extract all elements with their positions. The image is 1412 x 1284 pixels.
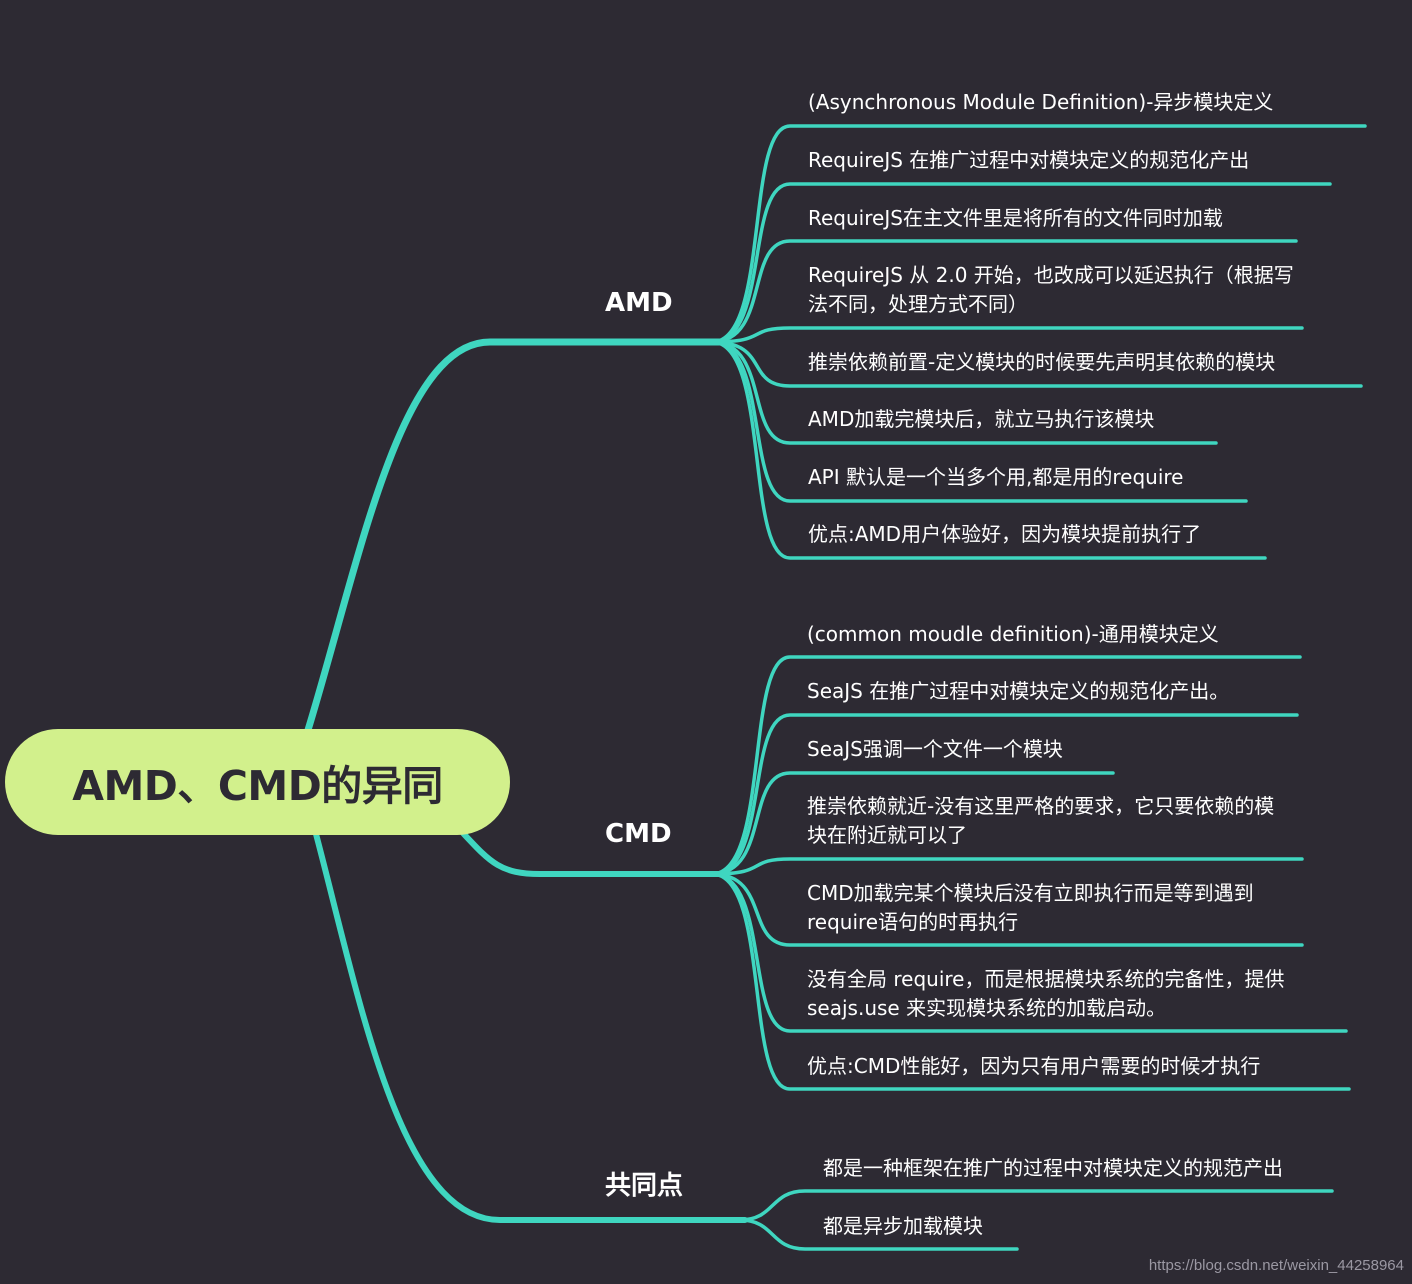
cmd-leaf[interactable]: 推崇依赖就近-没有这里严格的要求，它只要依赖的模块在附近就可以了 (807, 794, 1275, 847)
common-leaf[interactable]: 都是一种框架在推广的过程中对模块定义的规范产出 (823, 1156, 1283, 1180)
cmd-leaf[interactable]: CMD加载完某个模块后没有立即执行而是等到遇到require语句的时再执行 (807, 881, 1254, 934)
amd-leaf[interactable]: (Asynchronous Module Definition)-异步模块定义 (808, 90, 1274, 114)
cmd-leaf[interactable]: (common moudle definition)-通用模块定义 (807, 622, 1219, 646)
link-common-leaf-1 (738, 1218, 1019, 1251)
amd-leaf[interactable]: API 默认是一个当多个用,都是用的require (808, 465, 1184, 489)
branch-amd-label[interactable]: AMD (605, 288, 673, 318)
amd-leaf[interactable]: RequireJS 从 2.0 开始，也改成可以延迟执行（根据写法不同，处理方式… (808, 263, 1294, 316)
cmd-leaf[interactable]: 优点:CMD性能好，因为只有用户需要的时候才执行 (807, 1054, 1261, 1078)
common-leaf[interactable]: 都是异步加载模块 (823, 1214, 983, 1238)
link-common-leaf-0 (738, 1189, 1334, 1222)
amd-leaf[interactable]: AMD加载完模块后，就立马执行该模块 (808, 407, 1155, 431)
cmd-leaf[interactable]: 没有全局 require，而是根据模块系统的完备性，提供 seajs.use 来… (807, 967, 1285, 1020)
link-amd-leaf-4 (710, 340, 1363, 388)
link-amd-leaf-3 (710, 326, 1304, 344)
amd-leaf[interactable]: RequireJS在主文件里是将所有的文件同时加载 (808, 206, 1223, 230)
amd-leaf[interactable]: 优点:AMD用户体验好，因为模块提前执行了 (808, 522, 1202, 546)
root-title: AMD、CMD的异同 (72, 762, 443, 810)
link-cmd-leaf-0 (710, 655, 1302, 876)
amd-leaf[interactable]: 推崇依赖前置-定义模块的时候要先声明其依赖的模块 (808, 350, 1276, 374)
link-root-cmd (459, 829, 723, 877)
link-amd-leaf-0 (710, 124, 1367, 344)
link-cmd-leaf-4 (710, 872, 1304, 947)
link-cmd-leaf-3 (710, 857, 1304, 876)
link-amd-leaf-2 (710, 239, 1298, 344)
link-cmd-leaf-1 (710, 713, 1299, 876)
cmd-leaf[interactable]: SeaJS强调一个文件一个模块 (807, 737, 1063, 761)
link-root-common (313, 831, 748, 1223)
root-topic[interactable]: AMD、CMD的异同 (5, 729, 510, 835)
link-amd-leaf-5 (710, 340, 1218, 445)
branch-cmd-label[interactable]: CMD (605, 819, 672, 849)
amd-leaf[interactable]: RequireJS 在推广过程中对模块定义的规范化产出 (808, 148, 1250, 172)
cmd-leaf[interactable]: SeaJS 在推广过程中对模块定义的规范化产出。 (807, 679, 1230, 703)
branch-common-label[interactable]: 共同点 (605, 1171, 684, 1201)
watermark: https://blog.csdn.net/weixin_44258964 (1148, 1257, 1404, 1274)
link-root-amd (304, 338, 724, 734)
link-amd-leaf-1 (710, 182, 1332, 344)
link-cmd-leaf-6 (710, 872, 1351, 1091)
link-cmd-leaf-2 (710, 771, 1115, 876)
link-amd-leaf-7 (710, 340, 1267, 560)
